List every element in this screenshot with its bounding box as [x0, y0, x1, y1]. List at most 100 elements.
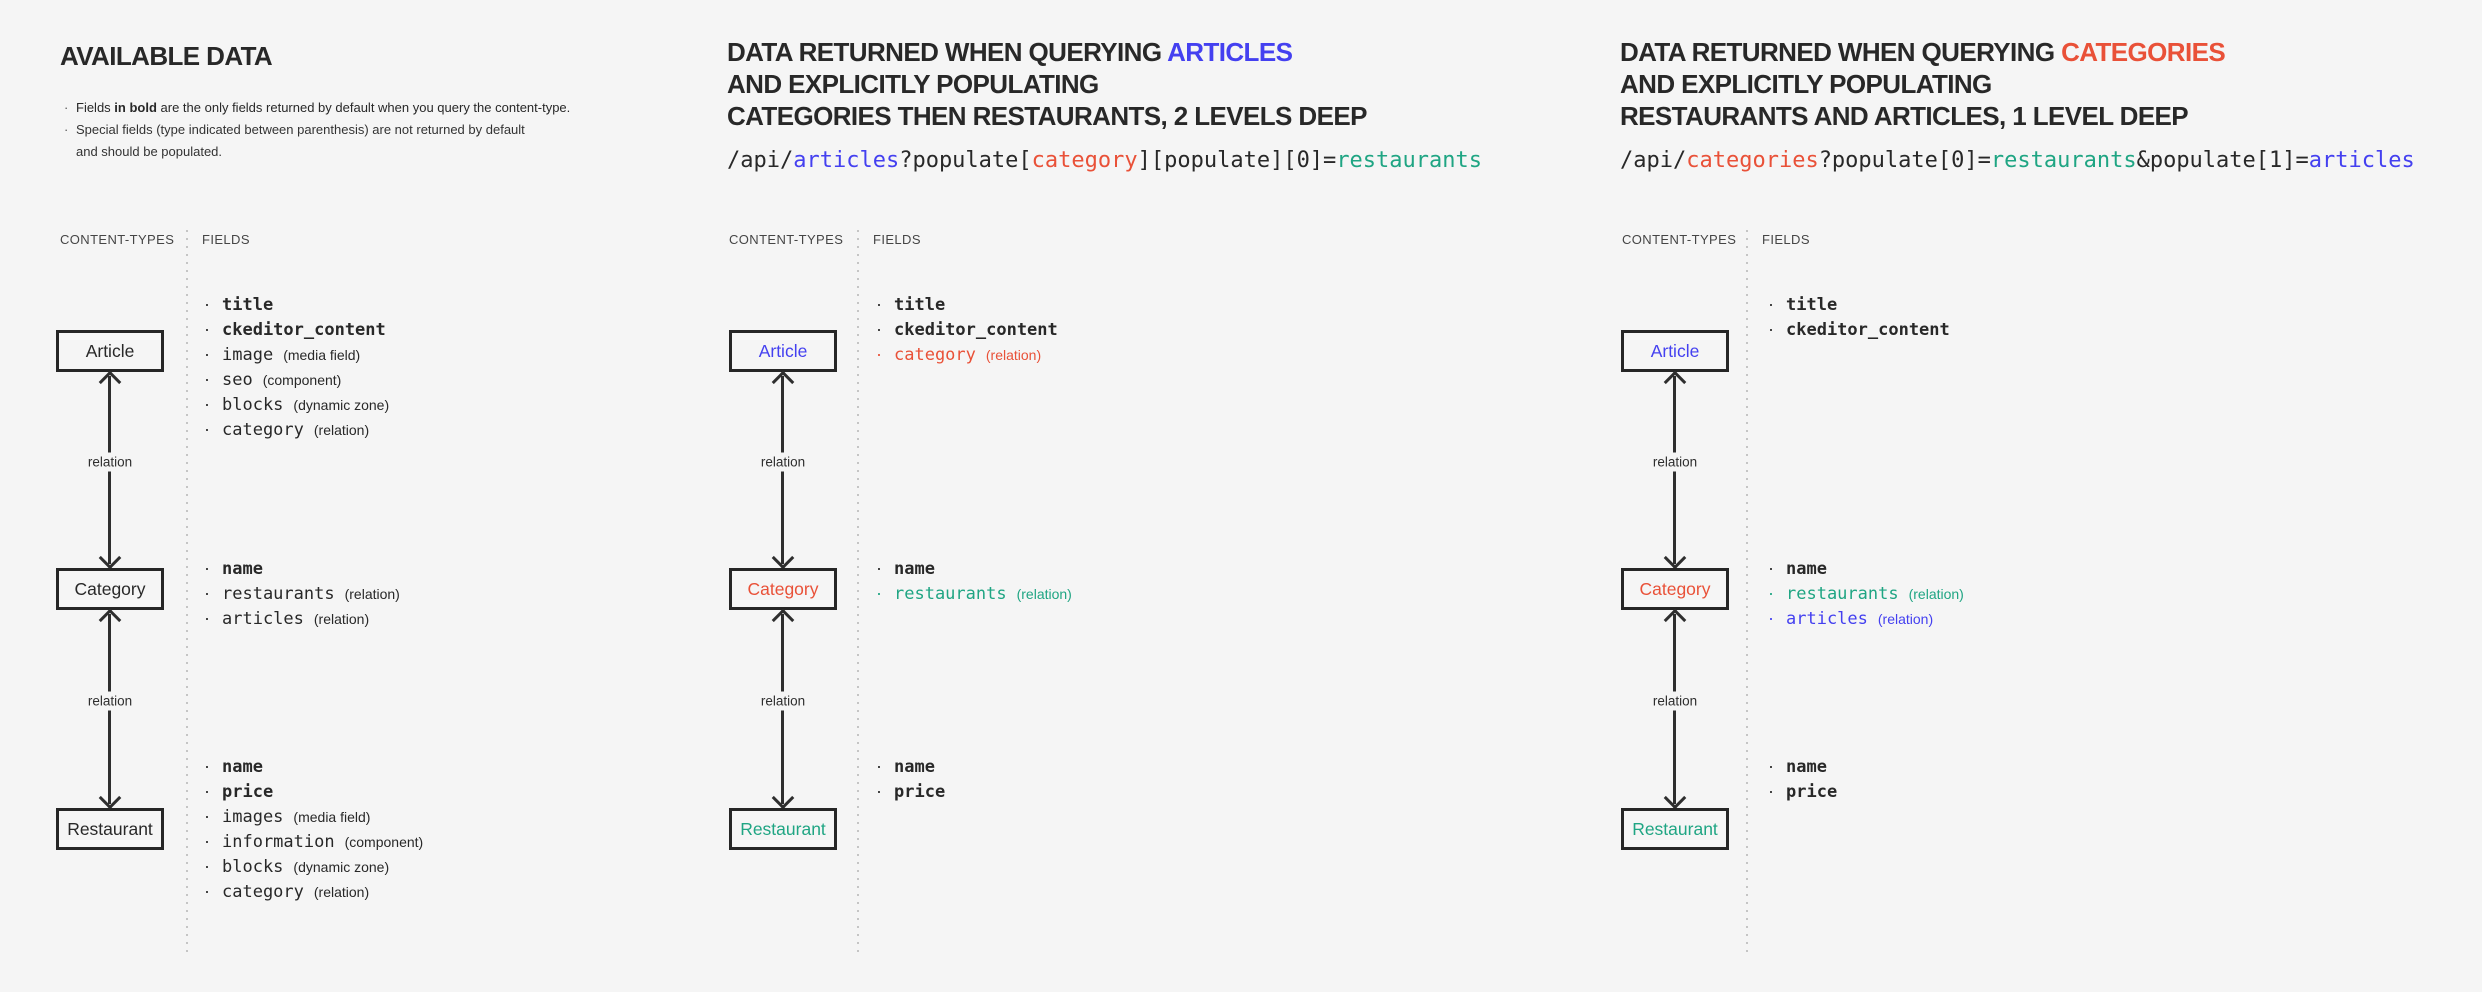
field-row: · category (relation)	[204, 419, 370, 440]
bullet-icon: ·	[204, 781, 210, 801]
note-line: and should be populated.	[64, 141, 570, 163]
field-row: · price	[1768, 781, 1838, 802]
bullet-icon: ·	[1768, 583, 1774, 603]
bullet-icon: ·	[876, 781, 882, 801]
relation-arrow: relation	[1646, 608, 1704, 810]
content-type-box-article: Article	[1621, 330, 1729, 372]
bullet-icon: ·	[876, 294, 882, 314]
note-text: Fields in bold are the only fields retur…	[76, 97, 570, 119]
field-row: · price	[204, 781, 274, 802]
field-row: · name	[1768, 558, 1827, 579]
content-type-label: Category	[747, 578, 819, 599]
field-row: · price	[876, 781, 946, 802]
relation-arrow: relation	[81, 370, 139, 570]
text-segment: ?populate[0]=	[1818, 148, 1991, 173]
content-type-box-restaurant: Restaurant	[1621, 808, 1729, 850]
bullet-icon: ·	[204, 419, 210, 439]
article-fields-list: · title · ckeditor_content · category (r…	[876, 292, 1058, 367]
arrow-up-icon	[1663, 608, 1687, 632]
restaurant-fields-list: · name · price	[876, 754, 945, 804]
text-segment: Fields	[76, 100, 115, 115]
text-segment: RESTAURANTS AND ARTICLES, 1 LEVEL DEEP	[1620, 101, 2189, 131]
bullet-icon: ·	[204, 583, 210, 603]
field-row: · name	[876, 756, 935, 777]
divider-dotted-line	[186, 230, 188, 958]
field-row: · restaurants (relation)	[204, 583, 400, 604]
category-fields-list: · name · restaurants (relation) · articl…	[204, 556, 400, 631]
bullet-icon: ·	[876, 344, 882, 364]
field-row: · blocks (dynamic zone)	[204, 394, 390, 415]
text-segment: DATA RETURNED WHEN QUERYING	[727, 37, 1168, 67]
category-fields-list: · name · restaurants (relation)	[876, 556, 1072, 606]
content-type-label: Article	[1650, 340, 1700, 361]
divider-dotted-line	[1746, 230, 1748, 958]
text-segment: AND EXPLICITLY POPULATING	[727, 69, 1099, 99]
field-row: · name	[1768, 756, 1827, 777]
divider-dotted-line	[857, 230, 859, 958]
relation-label: relation	[754, 452, 812, 472]
field-row: · ckeditor_content	[204, 319, 386, 340]
field-row: · title	[204, 294, 274, 315]
text-segment: ?populate[	[899, 148, 1032, 173]
text-segment: /api/	[727, 148, 794, 173]
relation-arrow: relation	[81, 608, 139, 810]
column-title: DATA RETURNED WHEN QUERYING ARTICLES AND…	[727, 36, 1367, 132]
field-row: · blocks (dynamic zone)	[204, 856, 390, 877]
restaurant-fields-list: · name · price · images (media field) · …	[204, 754, 423, 904]
bullet-icon: ·	[204, 856, 210, 876]
bullet-icon: ·	[1768, 294, 1774, 314]
content-type-box-category: Category	[729, 568, 837, 610]
bullet-icon: ·	[204, 294, 210, 314]
legend-notes: · Fields in bold are the only fields ret…	[64, 97, 570, 163]
text-segment: restaurants	[1990, 148, 2137, 173]
bullet-icon: ·	[876, 583, 882, 603]
relation-label: relation	[754, 691, 812, 711]
restaurant-fields-list: · name · price	[1768, 754, 1837, 804]
title-line: AVAILABLE DATA	[60, 40, 273, 72]
field-row: · category (relation)	[204, 881, 370, 902]
field-row: · restaurants (relation)	[1768, 583, 1964, 604]
fields-header: FIELDS	[873, 232, 921, 247]
column-title: DATA RETURNED WHEN QUERYING CATEGORIES A…	[1620, 36, 2226, 132]
content-type-box-category: Category	[56, 568, 164, 610]
api-query-code: /api/articles?populate[category][populat…	[727, 147, 1482, 175]
bullet-icon: ·	[876, 319, 882, 339]
field-row: · name	[204, 558, 263, 579]
text-segment: articles	[2308, 148, 2415, 173]
title-line: RESTAURANTS AND ARTICLES, 1 LEVEL DEEP	[1620, 100, 2225, 132]
bullet-icon: ·	[204, 394, 210, 414]
field-row: · restaurants (relation)	[876, 583, 1072, 604]
content-type-label: Restaurant	[740, 818, 826, 839]
bullet-icon: ·	[1768, 781, 1774, 801]
bullet-icon: ·	[204, 756, 210, 776]
content-type-label: Article	[758, 340, 808, 361]
field-row: · name	[876, 558, 935, 579]
note-text: Special fields (type indicated between p…	[76, 122, 525, 137]
fields-header: FIELDS	[202, 232, 250, 247]
category-fields-list: · name · restaurants (relation) · articl…	[1768, 556, 1964, 631]
content-type-box-restaurant: Restaurant	[56, 808, 164, 850]
arrow-down-icon	[771, 786, 795, 810]
field-row: · title	[1768, 294, 1838, 315]
text-segment: /api/	[1620, 148, 1687, 173]
text-segment: restaurants	[1336, 148, 1483, 173]
content-type-box-restaurant: Restaurant	[729, 808, 837, 850]
arrow-up-icon	[771, 370, 795, 394]
bullet-icon: ·	[876, 756, 882, 776]
relation-label: relation	[81, 452, 139, 472]
api-query-code: /api/categories?populate[0]=restaurants&…	[1620, 147, 2415, 175]
content-type-label: Category	[74, 578, 146, 599]
field-row: · information (component)	[204, 831, 424, 852]
bullet-icon: ·	[204, 369, 210, 389]
field-row: · images (media field)	[204, 806, 371, 827]
arrow-up-icon	[771, 608, 795, 632]
title-line: DATA RETURNED WHEN QUERYING ARTICLES	[727, 36, 1367, 68]
relation-label: relation	[81, 691, 139, 711]
article-fields-list: · title · ckeditor_content · image (medi…	[204, 292, 389, 442]
content-type-box-article: Article	[729, 330, 837, 372]
field-row: · ckeditor_content	[876, 319, 1058, 340]
content-type-label: Restaurant	[67, 818, 153, 839]
bullet-icon: ·	[204, 608, 210, 628]
bullet-icon: ·	[64, 122, 69, 137]
bullet-icon: ·	[204, 881, 210, 901]
